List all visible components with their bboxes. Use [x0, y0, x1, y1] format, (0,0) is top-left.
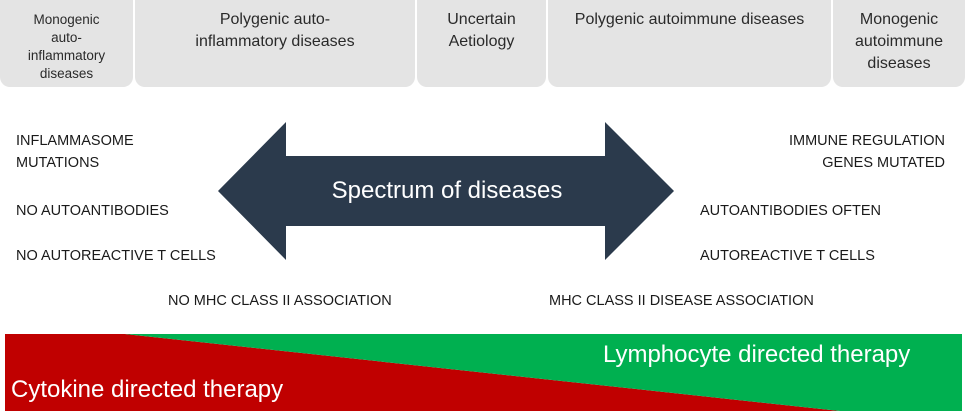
lymphocyte-therapy-label: Lymphocyte directed therapy [603, 341, 911, 368]
category-polygenic-autoimmune: Polygenic autoimmune diseases [548, 0, 831, 87]
feature-no-autoreactive-t-cells: NO AUTOREACTIVE T CELLS [16, 248, 216, 264]
feature-no-mhc-class-ii: NO MHC CLASS II ASSOCIATION [168, 293, 392, 309]
category-uncertain-aetiology: Uncertain Aetiology [417, 0, 546, 87]
arrow-shape [218, 122, 674, 260]
feature-immune-regulation-genes: IMMUNE REGULATION GENES MUTATED [788, 133, 945, 171]
category-label: Monogenic auto-inflammatory diseases [27, 12, 106, 81]
feature-no-autoantibodies: NO AUTOANTIBODIES [16, 203, 169, 219]
category-label: Monogenic autoimmune diseases [854, 11, 944, 72]
feature-autoreactive-t-cells: AUTOREACTIVE T CELLS [700, 248, 875, 264]
category-label: Uncertain Aetiology [447, 11, 516, 50]
feature-autoantibodies-often: AUTOANTIBODIES OFTEN [700, 203, 882, 219]
category-monogenic-autoimmune: Monogenic autoimmune diseases [833, 0, 965, 87]
category-label: Polygenic autoimmune diseases [574, 11, 805, 28]
cytokine-therapy-label: Cytokine directed therapy [11, 376, 284, 403]
category-polygenic-autoinflammatory: Polygenic auto-inflammatory diseases [135, 0, 415, 87]
feature-mhc-class-ii-association: MHC CLASS II DISEASE ASSOCIATION [549, 293, 814, 309]
arrow-label: Spectrum of diseases [331, 177, 563, 204]
category-monogenic-autoinflammatory: Monogenic auto-inflammatory diseases [0, 0, 133, 87]
category-label: Polygenic auto-inflammatory diseases [195, 11, 355, 50]
lymphocyte-wedge [125, 334, 962, 411]
cytokine-wedge [5, 334, 840, 411]
feature-inflammasome-mutations: INFLAMMASOME MUTATIONS [16, 133, 134, 171]
